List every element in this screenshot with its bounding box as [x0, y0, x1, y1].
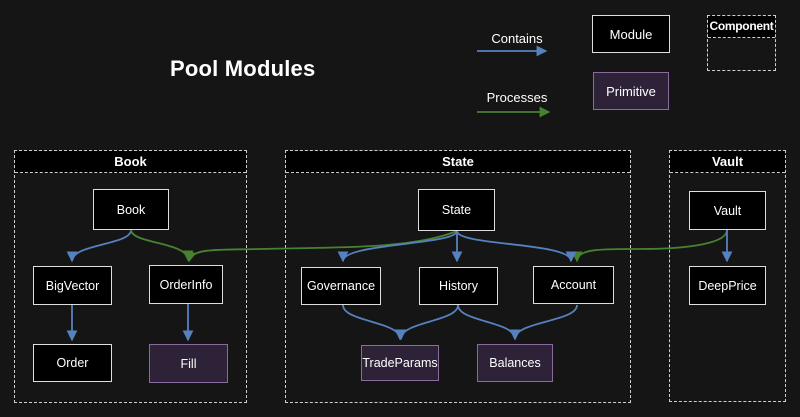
node-governance: Governance: [301, 267, 381, 305]
node-label: Order: [56, 356, 89, 370]
node-label: Governance: [306, 279, 376, 293]
legend-component-label: Component: [708, 16, 775, 38]
diagram-title: Pool Modules: [170, 56, 316, 81]
legend-module-swatch: Module: [592, 15, 670, 53]
node-bigvector: BigVector: [33, 266, 112, 305]
node-orderinfo: OrderInfo: [149, 265, 223, 304]
node-history: History: [419, 267, 498, 305]
node-vault: Vault: [689, 191, 766, 230]
legend-component-swatch: Component: [707, 15, 776, 71]
node-order: Order: [33, 344, 112, 382]
node-tradeparams: TradeParams: [361, 345, 439, 381]
component-header-state: State: [286, 151, 630, 173]
component-header-book: Book: [15, 151, 246, 173]
node-label: OrderInfo: [159, 277, 213, 292]
node-fill: Fill: [149, 344, 228, 383]
node-label: DeepPrice: [698, 278, 757, 293]
legend-module-label: Module: [609, 26, 653, 42]
node-label: BigVector: [45, 278, 100, 293]
node-deepprice: DeepPrice: [689, 266, 766, 305]
component-container-vault: Vault: [669, 150, 786, 402]
node-account: Account: [533, 266, 614, 304]
node-label: TradeParams: [362, 356, 438, 370]
legend-primitive-swatch: Primitive: [593, 72, 669, 110]
node-book: Book: [93, 189, 169, 230]
node-label: Fill: [180, 356, 197, 371]
node-label: History: [439, 279, 478, 293]
node-label: Book: [116, 202, 146, 217]
component-container-book: Book: [14, 150, 247, 403]
legend-primitive-label: Primitive: [606, 83, 656, 99]
node-label: Balances: [489, 356, 541, 370]
component-container-state: State: [285, 150, 631, 403]
node-label: Vault: [713, 203, 742, 218]
node-label: State: [441, 203, 472, 217]
node-state: State: [418, 189, 495, 231]
legend-contains-label: Contains: [491, 31, 543, 46]
node-balances: Balances: [477, 344, 553, 382]
component-header-vault: Vault: [670, 151, 785, 173]
legend-processes-label: Processes: [486, 90, 548, 105]
node-label: Account: [550, 278, 597, 292]
